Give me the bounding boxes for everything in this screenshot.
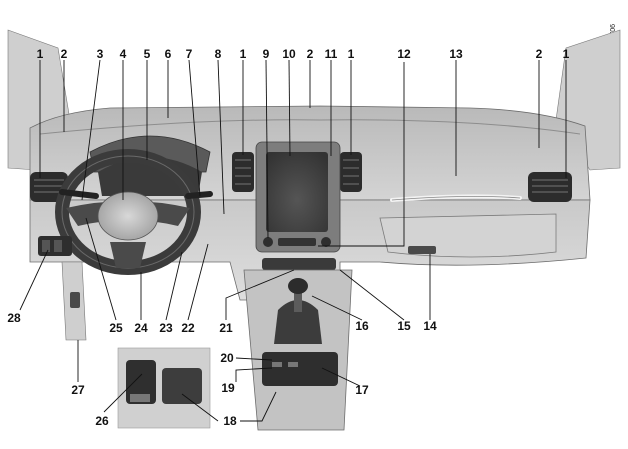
callout-3: 3 <box>97 47 104 61</box>
callout-11: 11 <box>325 47 338 61</box>
steering-wheel <box>55 149 201 275</box>
control-strip <box>262 258 336 270</box>
callout-2: 2 <box>536 47 543 61</box>
leader-lines <box>19 59 567 422</box>
left-switch-panel <box>38 236 72 256</box>
callout-labels: 1 2 3 4 5 6 7 8 1 9 10 2 11 1 12 13 2 1 … <box>7 47 569 428</box>
air-vent-center-right <box>340 152 362 192</box>
callout-28: 28 <box>7 311 21 325</box>
callout-22: 22 <box>181 321 195 335</box>
callout-1: 1 <box>37 47 44 61</box>
gear-knob <box>288 278 308 294</box>
callout-21: 21 <box>219 321 233 335</box>
glovebox-handle <box>408 246 436 254</box>
multimedia-screen <box>266 152 328 232</box>
callout-17: 17 <box>355 383 369 397</box>
callout-13: 13 <box>449 47 463 61</box>
dashboard-crest <box>39 119 581 135</box>
callout-8: 8 <box>215 47 222 61</box>
callout-4: 4 <box>120 47 127 61</box>
callout-1: 1 <box>563 47 570 61</box>
callout-23: 23 <box>159 321 173 335</box>
callout-15: 15 <box>397 319 411 333</box>
callout-12: 12 <box>397 47 411 61</box>
air-vent-right <box>528 172 572 202</box>
callout-19: 19 <box>221 381 235 395</box>
right-stalk <box>185 191 213 199</box>
lower-inset <box>117 347 211 429</box>
callout-27: 27 <box>71 383 85 397</box>
gear-boot <box>274 300 322 344</box>
screen-buttons <box>263 237 331 247</box>
callout-25: 25 <box>109 321 123 335</box>
callout-26: 26 <box>95 414 109 428</box>
callout-16: 16 <box>355 319 369 333</box>
gear-stem <box>294 288 302 312</box>
console-storage <box>262 352 338 386</box>
centre-console <box>243 269 353 431</box>
callout-6: 6 <box>165 47 172 61</box>
steering-hub <box>97 191 159 241</box>
callout-5: 5 <box>144 47 151 61</box>
callout-2: 2 <box>307 47 314 61</box>
callout-2: 2 <box>61 47 68 61</box>
callout-18: 18 <box>223 414 237 428</box>
callout-1: 1 <box>240 47 247 61</box>
callout-1: 1 <box>348 47 355 61</box>
callout-7: 7 <box>186 47 193 61</box>
callout-24: 24 <box>134 321 148 335</box>
callout-20: 20 <box>220 351 234 365</box>
usb-port <box>272 362 282 367</box>
callout-14: 14 <box>423 319 437 333</box>
left-stalk <box>59 189 99 199</box>
callout-9: 9 <box>263 47 270 61</box>
callout-10: 10 <box>282 47 296 61</box>
glovebox <box>379 213 557 258</box>
air-vent-center-left <box>232 152 254 192</box>
